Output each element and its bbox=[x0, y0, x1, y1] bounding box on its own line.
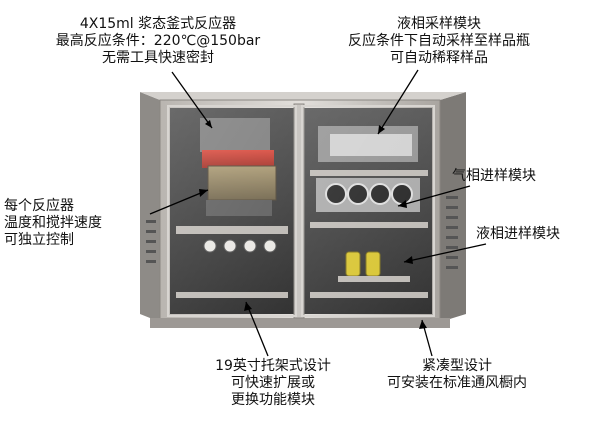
arrowhead-rack bbox=[244, 302, 252, 311]
leader-line-rack bbox=[245, 301, 269, 357]
cabinet-left-side bbox=[140, 92, 160, 322]
callout-liquid-sampling: 液相采样模块 反应条件下自动采样至样品瓶 可自动稀释样品 bbox=[318, 16, 560, 67]
callout-rack-line-3: 更换功能模块 bbox=[231, 392, 315, 408]
callout-rack-line-1: 19英寸托架式设计 bbox=[215, 358, 331, 374]
cabinet-top bbox=[140, 92, 466, 100]
leader-line-reactors bbox=[171, 71, 213, 129]
cabinet-base bbox=[150, 318, 450, 328]
cabinet bbox=[140, 92, 466, 328]
callout-reactors-line-2: 最高反应条件：220℃@150bar bbox=[55, 33, 261, 49]
leader-line-liquid-feed bbox=[403, 243, 487, 263]
callout-gas-feed: 气相进样模块 bbox=[452, 168, 592, 185]
leader-line-gas-feed bbox=[397, 185, 471, 207]
leader-line-liquid-sampling bbox=[377, 69, 419, 135]
callout-rack-line-2: 可快速扩展或 bbox=[231, 375, 315, 391]
callout-reactors: 4X15ml 浆态釜式反应器 最高反应条件：220℃@150bar 无需工具快速… bbox=[38, 16, 278, 67]
callout-reactor-control: 每个反应器 温度和搅拌速度 可独立控制 bbox=[4, 198, 154, 249]
right-vents bbox=[446, 196, 458, 269]
callout-reactors-line-1: 4X15ml 浆态釜式反应器 bbox=[79, 16, 237, 32]
callout-gas-feed-line-1: 气相进样模块 bbox=[452, 168, 536, 184]
callout-liquid-feed: 液相进样模块 bbox=[476, 226, 596, 243]
callout-liquid-sampling-line-3: 可自动稀释样品 bbox=[390, 50, 488, 66]
arrowhead-liquid-feed bbox=[404, 256, 413, 264]
leader-line-reactor-control bbox=[149, 189, 209, 215]
callout-liquid-feed-line-1: 液相进样模块 bbox=[476, 226, 560, 242]
callout-reactor-control-line-3: 可独立控制 bbox=[4, 232, 74, 248]
callout-compact: 紧凑型设计 可安装在标准通风橱内 bbox=[372, 358, 542, 392]
arrowhead-gas-feed bbox=[398, 200, 407, 208]
arrowhead-reactor-control bbox=[199, 189, 208, 197]
callout-rack: 19英寸托架式设计 可快速扩展或 更换功能模块 bbox=[188, 358, 358, 409]
arrowhead-reactors bbox=[205, 120, 212, 128]
left-vents bbox=[146, 220, 156, 263]
callout-liquid-sampling-line-1: 液相采样模块 bbox=[397, 16, 481, 32]
callout-reactor-control-line-2: 温度和搅拌速度 bbox=[4, 215, 102, 231]
callout-reactors-line-3: 无需工具快速密封 bbox=[102, 50, 214, 66]
arrowhead-compact bbox=[419, 320, 427, 329]
arrowhead-liquid-sampling bbox=[378, 125, 385, 134]
leader-lines bbox=[149, 69, 487, 357]
callout-liquid-sampling-line-2: 反应条件下自动采样至样品瓶 bbox=[348, 33, 530, 49]
callout-compact-line-2: 可安装在标准通风橱内 bbox=[387, 375, 527, 391]
right-glass-door bbox=[301, 105, 435, 317]
callout-reactor-control-line-1: 每个反应器 bbox=[4, 198, 74, 214]
callout-compact-line-1: 紧凑型设计 bbox=[422, 358, 492, 374]
left-glass-door bbox=[167, 105, 297, 317]
